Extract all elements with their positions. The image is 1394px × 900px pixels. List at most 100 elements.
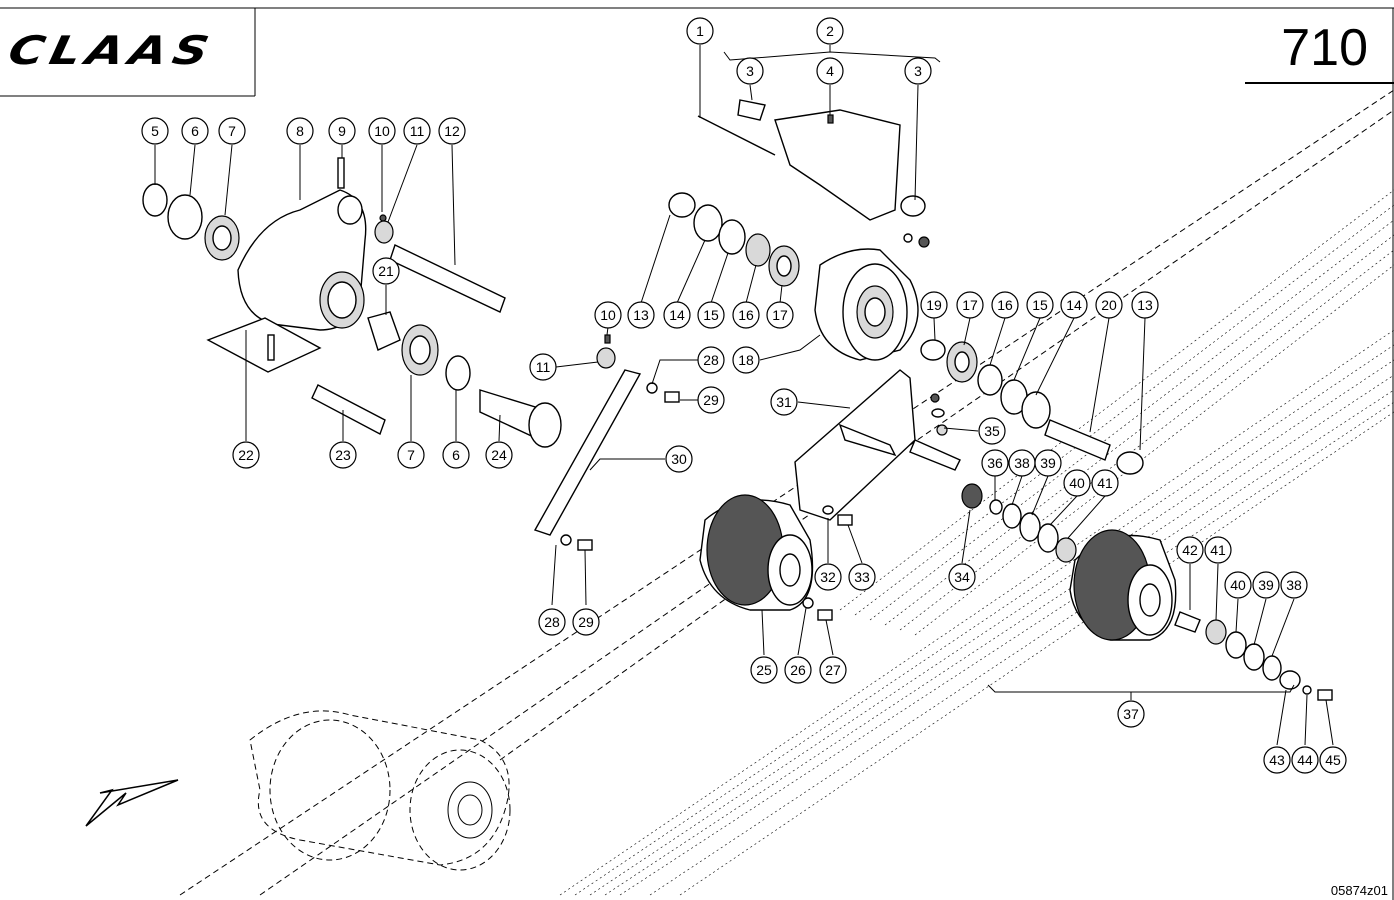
callout: 14: [1060, 291, 1088, 319]
callout: 28: [697, 346, 725, 374]
svg-text:21: 21: [378, 263, 394, 279]
callout: 11: [529, 353, 557, 381]
callout: 28: [538, 608, 566, 636]
callout: 42: [1176, 536, 1204, 564]
svg-text:41: 41: [1097, 475, 1113, 491]
svg-text:31: 31: [776, 394, 792, 410]
bearing-housing-assembly: [142, 157, 562, 448]
callout: 45: [1319, 746, 1347, 774]
svg-text:44: 44: [1297, 752, 1313, 768]
direction-arrow-icon: [85, 779, 179, 827]
callout: 11: [403, 117, 431, 145]
callout: 25: [750, 656, 778, 684]
svg-text:42: 42: [1182, 542, 1198, 558]
svg-text:13: 13: [1137, 297, 1153, 313]
callout: 36: [981, 449, 1009, 477]
svg-text:17: 17: [772, 307, 788, 323]
callout: 43: [1263, 746, 1291, 774]
svg-text:7: 7: [407, 447, 415, 463]
svg-text:9: 9: [338, 123, 346, 139]
callout: 33: [848, 563, 876, 591]
svg-text:12: 12: [444, 123, 460, 139]
callout: 20: [1095, 291, 1123, 319]
svg-text:14: 14: [669, 307, 685, 323]
callout: 3: [736, 57, 764, 85]
svg-text:24: 24: [491, 447, 507, 463]
callout: 31: [770, 388, 798, 416]
callout: 29: [572, 608, 600, 636]
svg-text:16: 16: [997, 297, 1013, 313]
middle-drum-assembly: [668, 192, 1144, 475]
svg-text:7: 7: [228, 123, 236, 139]
callout: 27: [819, 656, 847, 684]
svg-text:11: 11: [536, 359, 551, 375]
svg-text:28: 28: [544, 614, 560, 630]
svg-text:17: 17: [962, 297, 978, 313]
svg-text:13: 13: [633, 307, 649, 323]
callout: 23: [329, 441, 357, 469]
callout: 41: [1091, 469, 1119, 497]
callout: 17: [766, 301, 794, 329]
callout: 6: [442, 441, 470, 469]
callout: 26: [784, 656, 812, 684]
callout: 10: [594, 301, 622, 329]
svg-text:23: 23: [335, 447, 351, 463]
callout: 16: [991, 291, 1019, 319]
svg-text:32: 32: [820, 569, 836, 585]
svg-text:5: 5: [151, 123, 159, 139]
svg-text:30: 30: [671, 451, 687, 467]
callout: 14: [663, 301, 691, 329]
callout: 15: [697, 301, 725, 329]
callout: 41: [1204, 536, 1232, 564]
callout: 1: [686, 17, 714, 45]
svg-text:40: 40: [1230, 577, 1246, 593]
svg-text:43: 43: [1269, 752, 1285, 768]
svg-text:41: 41: [1210, 542, 1226, 558]
svg-text:6: 6: [452, 447, 460, 463]
svg-text:10: 10: [374, 123, 390, 139]
page-number: 710: [1281, 19, 1368, 77]
callout: 40: [1063, 469, 1091, 497]
svg-text:22: 22: [238, 447, 254, 463]
svg-text:25: 25: [756, 662, 772, 678]
leader-lines: [154, 45, 1334, 746]
svg-text:33: 33: [854, 569, 870, 585]
callout: 22: [232, 441, 260, 469]
svg-text:18: 18: [738, 352, 754, 368]
svg-text:3: 3: [914, 63, 922, 79]
svg-text:3: 3: [746, 63, 754, 79]
svg-text:35: 35: [984, 423, 1000, 439]
svg-text:37: 37: [1123, 706, 1139, 722]
svg-text:20: 20: [1101, 297, 1117, 313]
svg-text:6: 6: [191, 123, 199, 139]
svg-text:14: 14: [1066, 297, 1082, 313]
page-number-underline: [1245, 82, 1394, 84]
callout: 39: [1252, 571, 1280, 599]
svg-text:36: 36: [987, 455, 1003, 471]
callout: 38: [1008, 449, 1036, 477]
svg-text:16: 16: [738, 307, 754, 323]
callout: 24: [485, 441, 513, 469]
callout: 8: [286, 117, 314, 145]
callout-balloons: 1 2 3 4 3 5 6 7 8 9 10 11 12 21 13 14 15…: [141, 17, 1347, 774]
svg-text:15: 15: [1032, 297, 1048, 313]
callout: 21: [372, 257, 400, 285]
svg-text:11: 11: [410, 123, 425, 139]
callout: 17: [956, 291, 984, 319]
tensioner-bracket: [697, 99, 930, 248]
svg-text:8: 8: [296, 123, 304, 139]
callout: 13: [1131, 291, 1159, 319]
svg-text:15: 15: [703, 307, 719, 323]
svg-text:34: 34: [954, 569, 970, 585]
callout: 37: [1117, 700, 1145, 728]
svg-text:2: 2: [826, 23, 834, 39]
callout: 15: [1026, 291, 1054, 319]
lower-rollers: [249, 710, 511, 871]
callout: 13: [627, 301, 655, 329]
callout: 3: [904, 57, 932, 85]
frame-lines: [0, 7, 1394, 900]
callout: 39: [1034, 449, 1062, 477]
svg-text:45: 45: [1325, 752, 1341, 768]
callout: 18: [732, 346, 760, 374]
